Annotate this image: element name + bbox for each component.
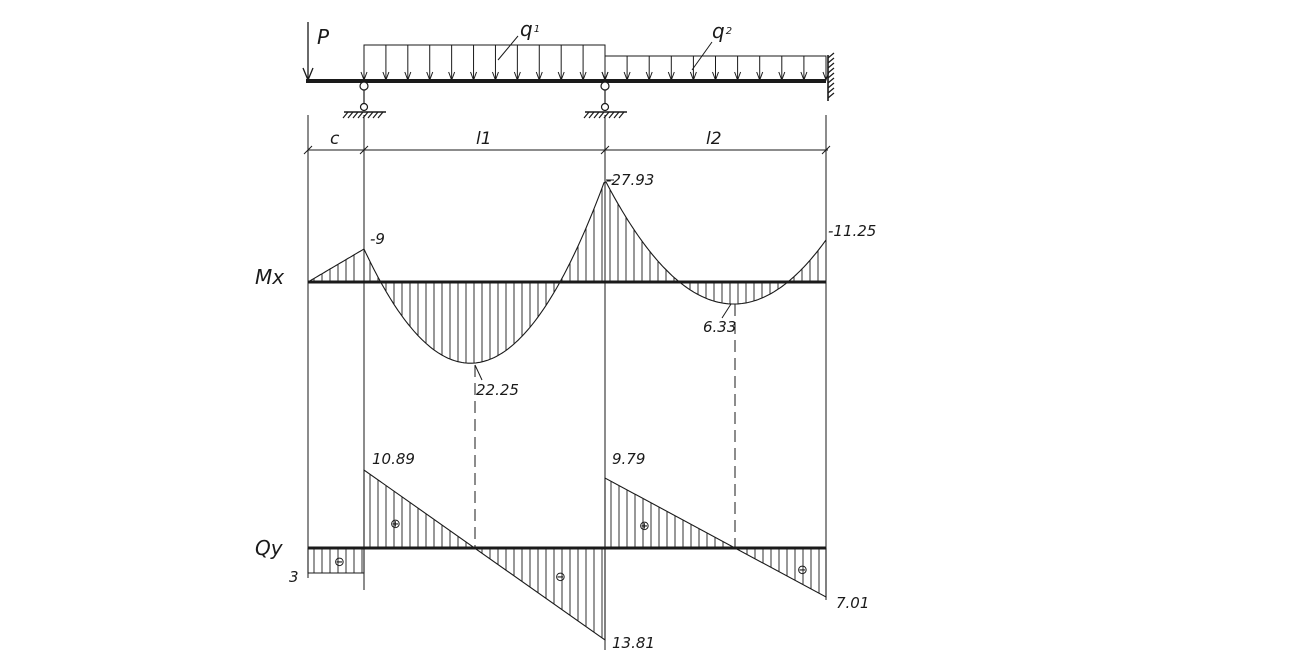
fixed-support-hatch bbox=[827, 87, 835, 94]
fixed-support-hatch bbox=[827, 52, 835, 59]
shear-sign-span2-positive: ⊕ bbox=[639, 519, 650, 534]
support-b-hatch bbox=[372, 111, 379, 119]
beam-scheme: P q1 q2 bbox=[302, 17, 835, 119]
support-b-hatch bbox=[367, 111, 374, 119]
support-c-hatch bbox=[588, 111, 595, 119]
fixed-support-hatch bbox=[827, 62, 835, 69]
moment-curve bbox=[307, 181, 827, 364]
moment-span2-max-value: 6.33 bbox=[703, 318, 736, 336]
q1-label: q1 bbox=[520, 17, 540, 41]
shear-sign-cantilever: ⊖ bbox=[334, 555, 345, 570]
fixed-support-hatch bbox=[827, 92, 835, 99]
span-c-label: c bbox=[330, 129, 340, 149]
shear-outline bbox=[307, 468, 827, 642]
point-load-arrow bbox=[302, 22, 314, 82]
q2-leader bbox=[691, 41, 713, 71]
load-p-label: P bbox=[317, 25, 330, 49]
shear-sign-span1-negative: ⊖ bbox=[555, 570, 566, 585]
shear-sign-span2-negative: ⊖ bbox=[797, 563, 808, 578]
q1-leader bbox=[497, 35, 519, 61]
support-c-hatch bbox=[608, 111, 615, 119]
support-b-hatch bbox=[377, 111, 384, 119]
fixed-support-hatch bbox=[827, 67, 835, 74]
shear-span1-right-value: 13.81 bbox=[612, 634, 655, 652]
shear-span2-left-value: 9.79 bbox=[612, 450, 645, 468]
support-c-hatch bbox=[593, 111, 600, 119]
moment-span1-leader bbox=[474, 364, 483, 381]
shear-span2-right-value: 7.01 bbox=[836, 594, 869, 612]
fixed-support-hatch bbox=[827, 82, 835, 89]
support-b-hatch bbox=[347, 111, 354, 119]
span-l1-label: l1 bbox=[476, 129, 492, 149]
shear-cantilever-value: 3 bbox=[289, 568, 299, 586]
pin-support-b bbox=[342, 81, 386, 119]
support-c-hatch bbox=[583, 111, 590, 119]
distributed-load-q2 bbox=[601, 55, 830, 82]
pin-support-c bbox=[583, 81, 627, 119]
shear-diagram bbox=[307, 468, 827, 642]
moment-span1-max-value: 22.25 bbox=[476, 381, 519, 399]
moment-span2-leader bbox=[721, 303, 732, 319]
span-l2-label: l2 bbox=[706, 129, 722, 149]
vertical-guides bbox=[307, 115, 827, 650]
moment-diagram bbox=[307, 181, 827, 364]
fixed-support-hatch bbox=[827, 77, 835, 84]
fixed-support-hatch bbox=[827, 57, 835, 64]
shear-sign-span1-positive: ⊕ bbox=[390, 517, 401, 532]
distributed-load-q1 bbox=[360, 44, 609, 82]
moment-fixed-end-value: -11.25 bbox=[828, 222, 876, 240]
support-c-hatch bbox=[613, 111, 620, 119]
support-b-hatch bbox=[342, 111, 349, 119]
q2-label: q2 bbox=[712, 19, 732, 43]
shear-span1-left-value: 10.89 bbox=[372, 450, 415, 468]
support-c-hatch bbox=[598, 111, 605, 119]
support-c-hatch bbox=[618, 111, 625, 119]
support-b-hatch bbox=[352, 111, 359, 119]
moment-axis-label: Mx bbox=[255, 265, 284, 289]
shear-axis-label: Qy bbox=[255, 536, 284, 560]
fixed-support bbox=[827, 52, 835, 101]
support-b-hatch bbox=[357, 111, 364, 119]
moment-support-b-value: -9 bbox=[370, 230, 385, 248]
fixed-support-hatch bbox=[827, 72, 835, 79]
moment-support-c-value: -27.93 bbox=[606, 171, 654, 189]
dimension-line bbox=[303, 145, 831, 155]
